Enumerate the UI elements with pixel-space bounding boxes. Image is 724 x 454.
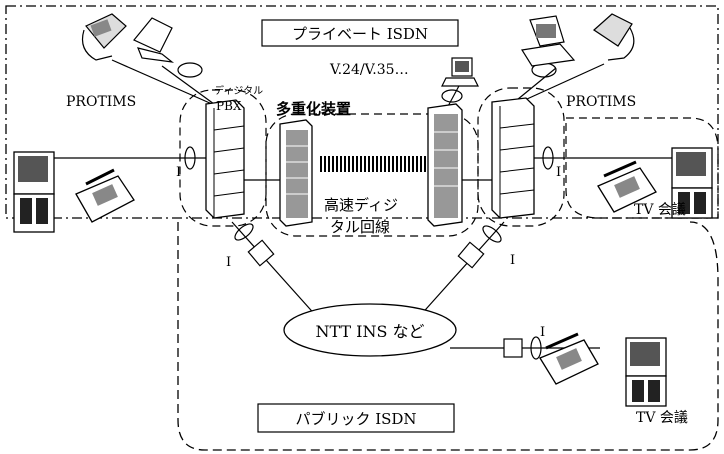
interface-label-pbx-right: I [510,253,515,268]
digital-label: ディジタル [214,84,263,97]
right-terminal-cluster-private [597,147,713,219]
interface-loop-pbx-right [482,225,502,243]
digital-pbx-left [205,99,245,219]
public-isdn-label: パブリック ISDN [295,410,416,428]
protims-left-label: PROTIMS [66,94,136,110]
terminal-adapter-right [457,241,485,269]
line-protims-left-2 [161,65,215,105]
ntt-ins-cloud [283,303,457,357]
interface-loop-public [530,336,542,360]
line-pbx-left-ntt [231,221,319,319]
left-terminal-cluster [13,151,135,233]
interface-label-right: I [556,165,561,180]
high-speed-line-label-1: 高速ディジ [324,196,398,214]
tv-conference-label-bottom: TV 会議 [636,409,688,426]
ntt-ins-label: NTT INS など [315,322,424,341]
interface-loop-pbx-left [234,223,254,241]
interface-loop-left [184,146,196,170]
protims-terminal-right [521,13,635,67]
multiplexer-left [279,119,313,227]
protims-loop-left [177,62,203,78]
v24-terminal [441,57,479,87]
high-speed-line-label-2: タル回線 [330,218,390,236]
line-protims-right-1 [511,67,557,105]
multiplexer-group [265,113,479,237]
multiplexer-right [427,103,463,227]
tv-conference-label-top: TV 会議 [634,201,686,218]
public-terminal-cluster [539,332,667,407]
private-isdn-label-box [261,19,459,47]
interface-label-left: I [176,165,181,180]
v24-label: V.24/V.35… [329,62,409,78]
public-isdn-label-box [257,403,455,433]
line-protims-right-2 [515,63,605,105]
terminal-adapter-left [247,239,275,267]
pbx-label: PBX [216,99,242,113]
private-isdn-label: プライベート ISDN [292,25,428,43]
protims-terminal-left [81,13,175,63]
private-isdn-boundary [5,5,719,219]
interface-loop-right [542,146,554,170]
v24-loop [441,89,463,103]
digital-pbx-right [491,97,535,219]
terminal-adapter-public [503,338,523,358]
interface-label-pbx-left: I [226,255,231,270]
protims-right-label: PROTIMS [566,94,636,110]
interface-label-public: I [540,325,545,340]
multiplexer-label: 多重化装置 [276,100,351,118]
line-protims-left-1 [111,59,213,105]
high-speed-digital-line [318,156,426,172]
public-isdn-boundary [177,221,719,451]
